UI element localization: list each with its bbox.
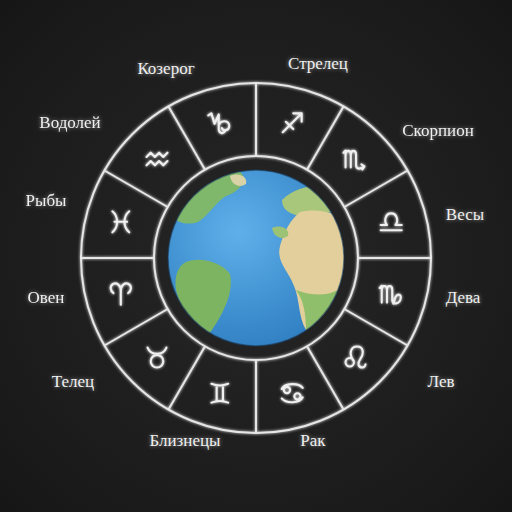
sector-divider (169, 106, 206, 169)
sign-name: Стрелец (288, 55, 348, 74)
sign-name: Козерог (137, 60, 194, 79)
leo-symbol (346, 347, 366, 368)
gemini-symbol (211, 384, 228, 403)
scorpio-symbol (343, 151, 364, 170)
sign-name: Рыбы (26, 192, 67, 211)
cancer-symbol (282, 384, 303, 402)
sector-divider (255, 360, 257, 433)
sign-name: Овен (28, 289, 65, 308)
inner-ring (154, 156, 358, 360)
outer-ring (81, 83, 431, 433)
sector-divider (344, 171, 407, 208)
sign-name: Близнецы (150, 432, 221, 451)
capricorn-symbol (208, 113, 229, 133)
sector-divider (104, 309, 167, 346)
sign-name: Скорпион (402, 122, 474, 141)
sign-name: Лев (428, 373, 455, 392)
aries-symbol (111, 283, 131, 304)
virgo-symbol (380, 286, 401, 304)
sector-divider (104, 171, 167, 208)
sign-name: Дева (446, 289, 481, 308)
sagittarius-symbol (283, 113, 302, 132)
sector-divider (307, 106, 344, 169)
sector-divider (255, 83, 257, 156)
sign-name: Весы (446, 206, 484, 225)
pisces-symbol (112, 211, 129, 232)
sign-name: Рак (300, 432, 325, 451)
aquarius-symbol (147, 153, 168, 166)
sign-name: Водолей (39, 114, 100, 133)
sector-divider (169, 346, 206, 409)
sector-divider (344, 309, 407, 346)
taurus-symbol (148, 348, 167, 368)
sector-divider (81, 257, 154, 259)
sign-name: Телец (52, 373, 94, 392)
earth-globe (168, 170, 348, 346)
sector-divider (358, 257, 431, 259)
libra-symbol (381, 213, 402, 230)
sector-divider (307, 346, 344, 409)
